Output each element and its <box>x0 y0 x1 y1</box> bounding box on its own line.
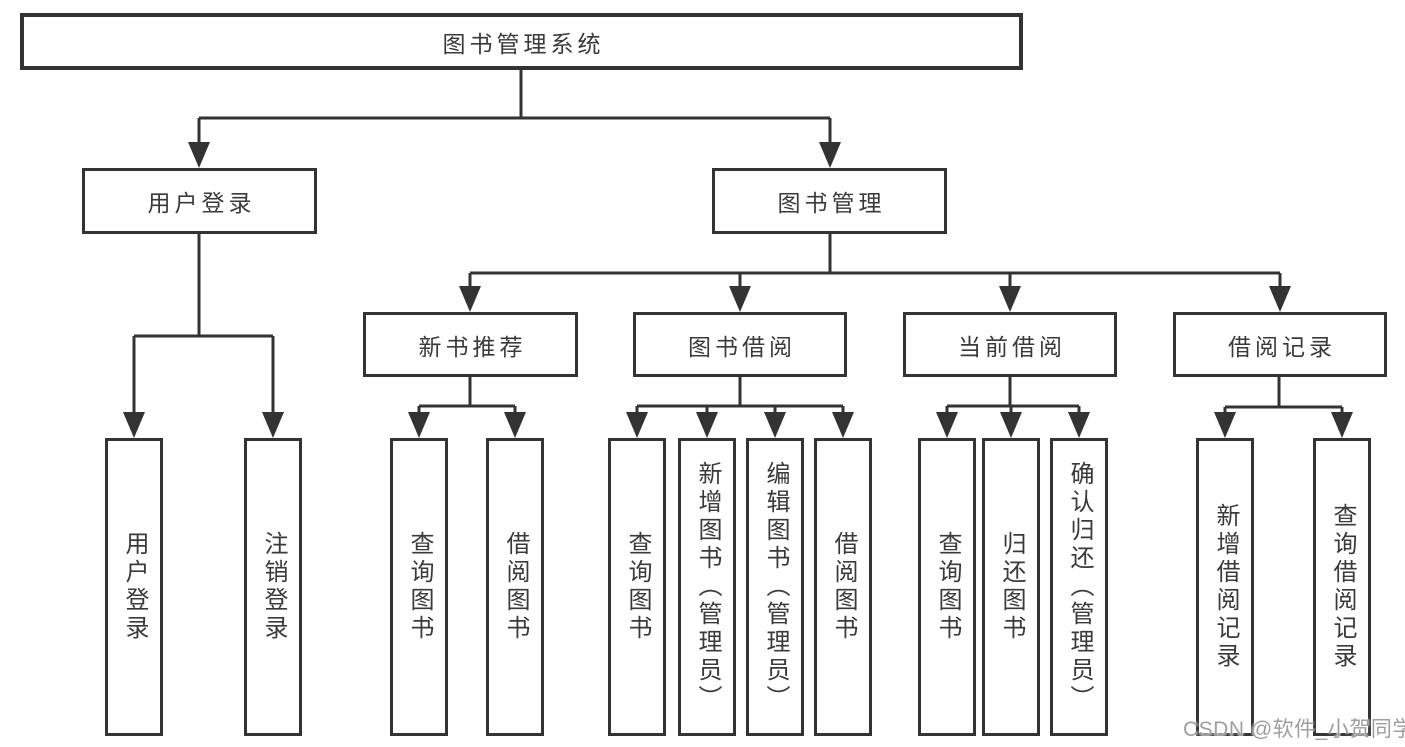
node-root-label: 图书管理系统 <box>442 30 605 57</box>
leaf-query-books-recommend: 查询图书 <box>390 438 448 736</box>
leaf-add-borrow-record: 新增借阅记录 <box>1196 438 1254 736</box>
leaf-query-borrow-record-label: 查询借阅记录 <box>1329 503 1356 671</box>
arrowheads <box>123 142 1353 438</box>
leaf-query-books-borrow-label: 查询图书 <box>624 531 651 643</box>
leaf-logout: 注销登录 <box>244 438 302 736</box>
node-current-borrow: 当前借阅 <box>903 312 1117 377</box>
leaf-query-books-current-label: 查询图书 <box>934 531 961 643</box>
leaf-return-book-label: 归还图书 <box>998 531 1025 643</box>
leaf-logout-label: 注销登录 <box>260 531 287 643</box>
node-new-book-recommend: 新书推荐 <box>363 312 578 377</box>
leaf-borrow-books-2: 借阅图书 <box>814 438 872 736</box>
leaf-borrow-books-2-label: 借阅图书 <box>830 531 857 643</box>
leaf-user-login: 用户登录 <box>105 438 163 736</box>
node-root: 图书管理系统 <box>20 13 1023 70</box>
leaf-confirm-return-admin-label: 确认归还（管理员） <box>1066 461 1093 713</box>
leaf-add-borrow-record-label: 新增借阅记录 <box>1212 503 1239 671</box>
node-book-borrow-label: 图书借阅 <box>688 333 796 360</box>
node-book-management: 图书管理 <box>712 168 947 234</box>
leaf-borrow-books-recommend: 借阅图书 <box>486 438 544 736</box>
leaf-add-book-admin: 新增图书（管理员） <box>678 438 736 736</box>
leaf-user-login-label: 用户登录 <box>121 531 148 643</box>
leaf-return-book: 归还图书 <box>982 438 1040 736</box>
leaf-borrow-books-recommend-label: 借阅图书 <box>502 531 529 643</box>
node-book-management-label: 图书管理 <box>777 190 886 216</box>
leaf-query-books-recommend-label: 查询图书 <box>406 531 433 643</box>
node-user-login-label: 用户登录 <box>147 190 256 216</box>
node-book-borrow: 图书借阅 <box>633 312 847 377</box>
leaf-edit-book-admin: 编辑图书（管理员） <box>746 438 804 736</box>
node-borrow-records: 借阅记录 <box>1173 312 1387 377</box>
leaf-confirm-return-admin: 确认归还（管理员） <box>1050 438 1108 736</box>
leaf-add-book-admin-label: 新增图书（管理员） <box>694 461 721 713</box>
leaf-edit-book-admin-label: 编辑图书（管理员） <box>762 461 789 713</box>
node-current-borrow-label: 当前借阅 <box>958 333 1066 360</box>
node-user-login: 用户登录 <box>82 168 317 234</box>
leaf-query-books-borrow: 查询图书 <box>608 438 666 736</box>
leaf-query-books-current: 查询图书 <box>918 438 976 736</box>
csdn-watermark: CSDN @软件_小贺同学 <box>1183 718 1405 741</box>
node-new-book-recommend-label: 新书推荐 <box>418 333 527 360</box>
node-borrow-records-label: 借阅记录 <box>1228 333 1336 360</box>
leaf-query-borrow-record: 查询借阅记录 <box>1313 438 1371 736</box>
